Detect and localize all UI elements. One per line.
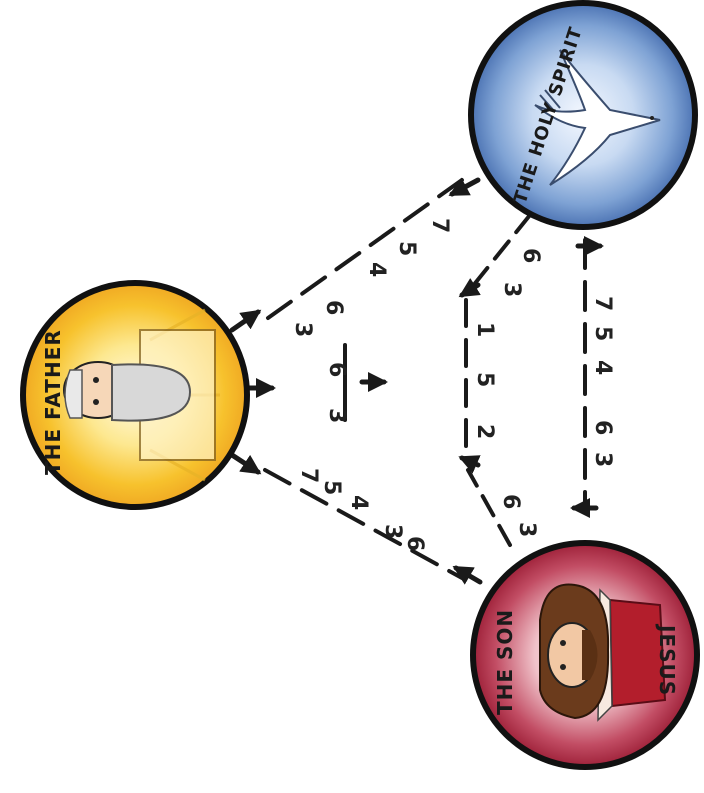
num: 6 [518, 248, 543, 263]
num: 7 [427, 218, 452, 233]
num: 4 [346, 495, 371, 510]
num: 4 [364, 262, 389, 277]
num: 3 [290, 322, 315, 337]
father-beard [111, 363, 192, 422]
num: 6 [402, 536, 427, 551]
arrows [229, 177, 604, 585]
num: 6 [590, 420, 615, 435]
numbers-father-spirit: 3 6 4 5 7 [290, 218, 452, 337]
num: 5 [472, 372, 497, 387]
numbers-spirit-center: 3 6 1 [472, 248, 543, 337]
num: 7 [296, 468, 321, 483]
dove-icon [534, 49, 661, 186]
num: 6 [498, 494, 523, 509]
num: 5 [394, 241, 419, 256]
arrow-father-son [229, 452, 262, 475]
arrow-spirit-inner [458, 278, 481, 298]
arrow-spirit-father [448, 177, 481, 197]
num: 3 [514, 522, 539, 537]
son-sublabel: JESUS [655, 623, 679, 696]
num: 7 [590, 296, 615, 311]
num: 6 [321, 300, 346, 315]
num: 4 [590, 360, 615, 375]
num: 3 [499, 282, 524, 297]
numbers-spirit-son: 3 6 4 5 7 [590, 296, 615, 467]
father-label: THE FATHER [41, 329, 65, 475]
arrow-father-spirit [229, 309, 262, 333]
numbers-father-center: 3 6 [324, 362, 349, 423]
num: 6 [324, 362, 349, 377]
num: 5 [319, 480, 344, 495]
link-son-center [466, 468, 512, 547]
num: 3 [324, 408, 349, 423]
numbers-son-center: 3 6 2 5 [472, 372, 539, 537]
link-father-son [263, 468, 464, 580]
holy-spirit-node: THE HOLY SPIRIT [468, 0, 698, 230]
arrow-son-inner [458, 455, 481, 474]
numbers-father-son: 7 5 4 3 6 [296, 468, 427, 551]
arrow-son-father [452, 565, 483, 585]
son-label: THE SON [493, 609, 517, 715]
num: 2 [472, 424, 497, 439]
connections [263, 178, 587, 580]
num: 1 [472, 322, 497, 337]
num: 3 [380, 524, 405, 539]
link-father-spirit [266, 178, 464, 320]
son-node: THE SON JESUS [470, 540, 700, 770]
father-node: THE FATHER [20, 280, 250, 510]
num: 5 [590, 326, 615, 341]
num: 3 [590, 452, 615, 467]
